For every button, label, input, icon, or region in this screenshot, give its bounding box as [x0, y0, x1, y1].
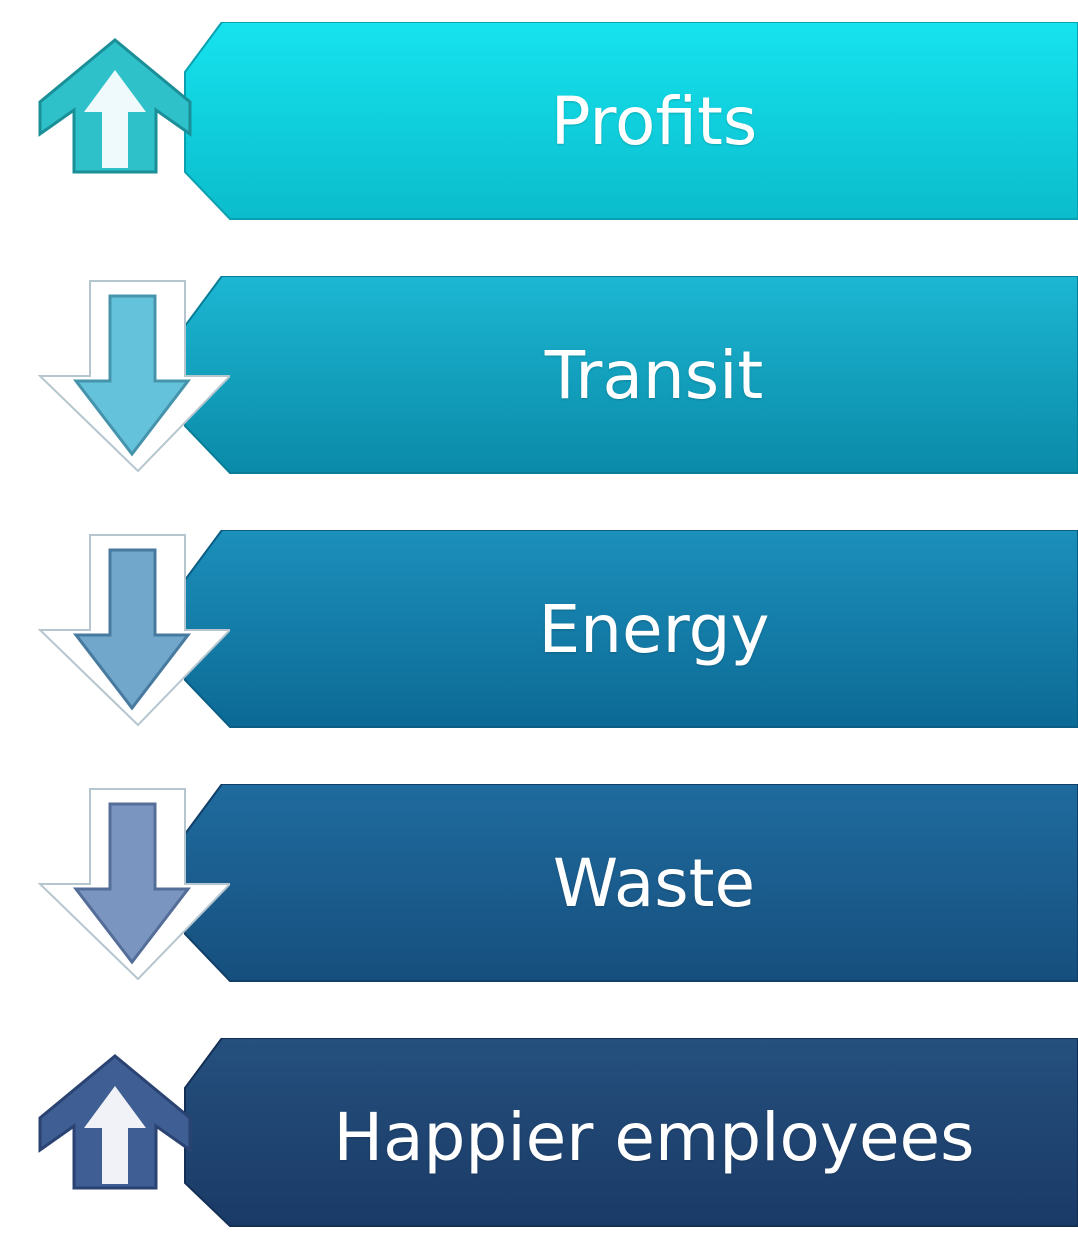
diagram-row-energy: Energy [0, 530, 1078, 730]
down-arrow-icon [37, 280, 230, 473]
item-label: Profits [550, 83, 758, 160]
up-arrow-icon [38, 1054, 192, 1190]
item-label: Energy [538, 591, 770, 668]
item-label: Waste [552, 845, 756, 922]
down-arrow-icon [37, 534, 230, 727]
item-label: Transit [544, 337, 764, 414]
diagram-row-profits: Profits [0, 22, 1078, 222]
diagram-row-happier-employees: Happier employees [0, 1038, 1078, 1238]
item-label: Happier employees [333, 1099, 975, 1176]
banner-shape [184, 22, 1078, 220]
diagram-row-waste: Waste [0, 784, 1078, 984]
diagram-row-transit: Transit [0, 276, 1078, 476]
down-arrow-icon [37, 788, 230, 981]
up-arrow-icon [38, 38, 192, 174]
